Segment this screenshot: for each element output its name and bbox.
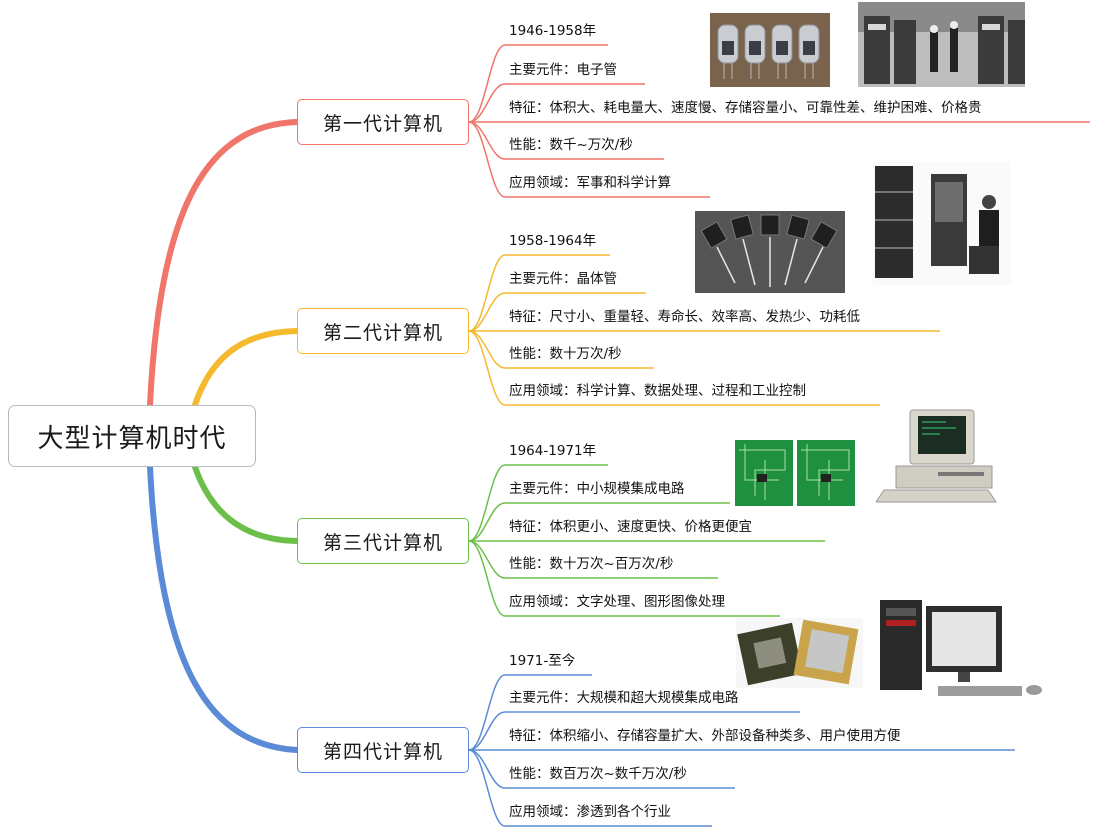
- branch-gen1[interactable]: 第一代计算机: [297, 99, 469, 145]
- gen4-performance[interactable]: 性能：数百万次~数千万次/秒: [509, 766, 687, 782]
- gen4-features[interactable]: 特征：体积缩小、存储容量扩大、外部设备种类多、用户使用方便: [509, 728, 901, 744]
- leaf-connector-3-2: [468, 502, 730, 542]
- gen3-component[interactable]: 主要元件：中小规模集成电路: [509, 481, 685, 497]
- leaf-connector-2-2: [468, 292, 646, 332]
- gen1-application[interactable]: 应用领域：军事和科学计算: [509, 175, 671, 191]
- root-connector-3: [192, 464, 300, 544]
- leaf-connector-3-4: [468, 540, 718, 579]
- gen4-application[interactable]: 应用领域：渗透到各个行业: [509, 804, 671, 820]
- gen3-features[interactable]: 特征：体积更小、速度更快、价格更便宜: [509, 519, 752, 535]
- root-connector-4: [147, 464, 300, 753]
- branch-gen2[interactable]: 第二代计算机: [297, 308, 469, 354]
- leaf-connector-2-5: [468, 330, 880, 406]
- desktop-pc-photo: [878, 598, 1048, 701]
- gen3-period[interactable]: 1964-1971年: [509, 443, 597, 459]
- leaf-connector-2-1: [468, 254, 610, 332]
- leaf-connector-3-5: [468, 540, 780, 617]
- gen1-period[interactable]: 1946-1958年: [509, 23, 597, 39]
- branch-gen3[interactable]: 第三代计算机: [297, 518, 469, 564]
- gen2-performance[interactable]: 性能：数十万次/秒: [509, 346, 622, 362]
- gen4-component[interactable]: 主要元件：大规模和超大规模集成电路: [509, 690, 739, 706]
- leaf-connector-4-5: [468, 749, 712, 827]
- gen4-period[interactable]: 1971-至今: [509, 653, 576, 669]
- leaf-connector-2-4: [468, 330, 654, 369]
- gen1-component[interactable]: 主要元件：电子管: [509, 62, 617, 78]
- leaf-connector-4-1: [468, 674, 592, 751]
- transistor-computer-photo: [873, 162, 1011, 285]
- leaf-connector-4-2: [468, 711, 800, 751]
- gen2-period[interactable]: 1958-1964年: [509, 233, 597, 249]
- leaf-connector-1-1: [468, 44, 608, 123]
- vacuum-tubes-photo: [710, 13, 830, 87]
- gen2-application[interactable]: 应用领域：科学计算、数据处理、过程和工业控制: [509, 383, 806, 399]
- early-computer-room-photo: [858, 2, 1025, 87]
- cpu-chips-photo: [736, 618, 863, 688]
- leaf-connector-4-4: [468, 749, 735, 789]
- ibm-pc-photo: [876, 408, 1004, 506]
- branch-gen4[interactable]: 第四代计算机: [297, 727, 469, 773]
- root-topic[interactable]: 大型计算机时代: [8, 405, 256, 467]
- gen1-performance[interactable]: 性能：数千~万次/秒: [509, 137, 633, 153]
- root-connector-1: [147, 119, 300, 408]
- root-connector-2: [192, 328, 300, 408]
- leaf-connector-3-1: [468, 464, 608, 542]
- gen2-component[interactable]: 主要元件：晶体管: [509, 271, 617, 287]
- gen3-performance[interactable]: 性能：数十万次~百万次/秒: [509, 556, 674, 572]
- leaf-connector-1-2: [468, 83, 645, 123]
- leaf-connector-1-4: [468, 121, 664, 160]
- leaf-connector-1-5: [468, 121, 710, 198]
- gen2-features[interactable]: 特征：尺寸小、重量轻、寿命长、效率高、发热少、功耗低: [509, 309, 860, 325]
- circuit-board-photo: [735, 440, 855, 506]
- gen1-features[interactable]: 特征：体积大、耗电量大、速度慢、存储容量小、可靠性差、维护困难、价格贵: [509, 100, 982, 116]
- gen3-application[interactable]: 应用领域：文字处理、图形图像处理: [509, 594, 725, 610]
- transistors-photo: [695, 211, 845, 293]
